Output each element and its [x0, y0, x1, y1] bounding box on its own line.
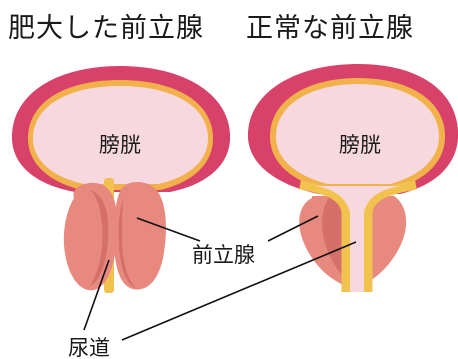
urethra-label: 尿道 [68, 336, 110, 359]
enlarged-prostate-diagram: 膀胱 [11, 66, 231, 293]
left-prostate-lobe-left-shade [90, 190, 109, 286]
title-normal-prostate: 正常な前立腺 [246, 13, 414, 44]
left-prostate-lobe-left [63, 182, 118, 291]
leader-lines [83, 215, 357, 341]
left-prostate-lobe-right-shade [118, 196, 136, 288]
normal-prostate-diagram: 膀胱 [247, 64, 458, 292]
leader-urethra-right [121, 241, 357, 341]
prostate-label: 前立腺 [192, 243, 255, 267]
leader-urethra-left [83, 259, 110, 331]
right-prostate-shade [322, 196, 356, 288]
leader-prostate-left [136, 217, 201, 242]
right-bladder-label: 膀胱 [339, 133, 381, 157]
leader-prostate-right [267, 215, 319, 242]
right-urethra [299, 180, 417, 292]
title-enlarged-prostate: 肥大した前立腺 [8, 13, 204, 44]
left-bladder-inner [32, 86, 209, 184]
left-bladder-label: 膀胱 [99, 133, 141, 157]
left-prostate-lobe-right [114, 182, 166, 290]
right-bladder-inner [275, 84, 440, 184]
right-urethra-core [316, 186, 400, 292]
